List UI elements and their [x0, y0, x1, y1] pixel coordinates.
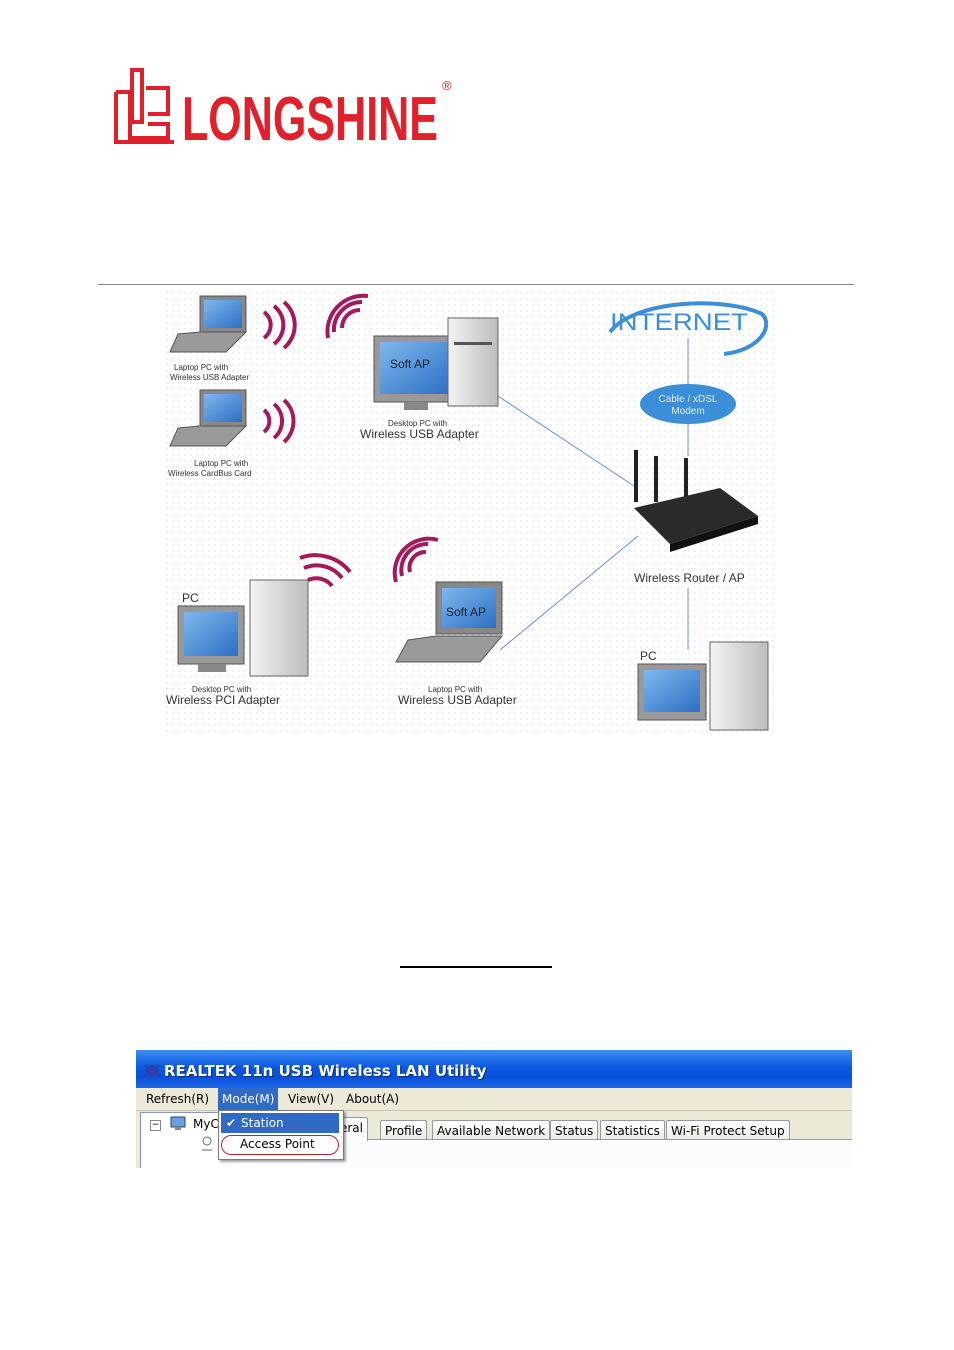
header-divider: [98, 284, 854, 285]
desktop-pci-label-line2: Wireless PCI Adapter: [166, 693, 280, 707]
laptop-usb-label-line1: Laptop PC with: [174, 363, 228, 372]
logo-wordmark: LONGSHINE: [182, 85, 438, 148]
longshine-logo: LONGSHINE ®: [112, 64, 457, 154]
desktop-pci-label-line1: Desktop PC with: [192, 685, 251, 694]
window-titlebar[interactable]: REALTEK 11n USB Wireless LAN Utility: [136, 1050, 852, 1088]
tab-profile[interactable]: Profile: [380, 1120, 428, 1141]
mode-option-station[interactable]: ✔ Station: [221, 1113, 339, 1133]
laptop-softap-icon: Soft AP Laptop PC with Wireless USB Adap…: [395, 581, 517, 707]
tab-wifi-protect-setup[interactable]: Wi-Fi Protect Setup: [666, 1120, 790, 1141]
network-diagram: INTERNET Cable / xDSL Modem Wireless Rou…: [164, 290, 774, 732]
laptop-softap-screen-label: Soft AP: [446, 605, 486, 619]
checkmark-icon: ✔: [226, 1116, 237, 1130]
desktop-softap-label-line1: Desktop PC with: [388, 419, 447, 428]
menu-mode[interactable]: Mode(M): [218, 1088, 279, 1110]
laptop-usb-label-line2: Wireless USB Adapter: [170, 373, 249, 382]
logo-graphic: LONGSHINE ®: [114, 68, 452, 154]
mode-dropdown-menu: ✔ Station Access Point: [218, 1110, 344, 1160]
laptop-cardbus-label-line2: Wireless CardBus Card: [168, 469, 252, 478]
laptop-cardbus-icon: Laptop PC with Wireless CardBus Card: [168, 389, 252, 478]
adapter-icon: [202, 1136, 212, 1151]
tab-statistics[interactable]: Statistics: [600, 1120, 665, 1141]
pc-right-icon: PC: [637, 641, 769, 731]
tree-collapse-toggle[interactable]: −: [150, 1120, 161, 1131]
menu-refresh[interactable]: Refresh(R): [146, 1092, 210, 1106]
pc-right-label: PC: [640, 649, 657, 663]
router-icon: Wireless Router / AP: [634, 450, 758, 585]
desktop-pci-icon: PC Desktop PC with Wireless PCI Adapter: [166, 579, 309, 707]
laptop-softap-label-line1: Laptop PC with: [428, 685, 482, 694]
computer-icon: [170, 1116, 186, 1130]
network-diagram-svg: INTERNET Cable / xDSL Modem Wireless Rou…: [164, 290, 774, 732]
menu-about[interactable]: About(A): [346, 1092, 400, 1106]
wlan-utility-window: REALTEK 11n USB Wireless LAN Utility Ref…: [136, 1050, 852, 1168]
router-label: Wireless Router / AP: [634, 571, 745, 585]
mode-option-access-point-label: Access Point: [240, 1137, 315, 1151]
app-icon: [143, 1064, 161, 1078]
signal-waves-desktop: [325, 293, 369, 339]
section-underline: [400, 966, 552, 968]
modem-label-line1: Cable / xDSL: [659, 394, 718, 405]
pc-left-label: PC: [182, 591, 199, 605]
desktop-softap-icon: Soft AP Desktop PC with Wireless USB Ada…: [360, 317, 499, 441]
internet-label: INTERNET: [610, 309, 748, 336]
tab-status[interactable]: Status: [550, 1120, 599, 1141]
internet-icon: INTERNET: [608, 301, 769, 356]
signal-waves-laptop-softap: [392, 536, 439, 583]
laptop-usb-icon: Laptop PC with Wireless USB Adapter: [169, 295, 249, 382]
signal-waves-pc: [299, 553, 352, 588]
menu-bar: Refresh(R) Mode(M) View(V) About(A): [136, 1088, 852, 1111]
modem-icon: Cable / xDSL Modem: [640, 384, 736, 424]
modem-label-line2: Modem: [671, 406, 704, 417]
tab-available-network[interactable]: Available Network: [432, 1120, 551, 1141]
desktop-softap-label-line2: Wireless USB Adapter: [360, 427, 479, 441]
laptop-cardbus-label-line1: Laptop PC with: [194, 459, 248, 468]
menu-view[interactable]: View(V): [288, 1092, 335, 1106]
registered-mark: ®: [442, 78, 452, 93]
desktop-softap-screen-label: Soft AP: [390, 357, 430, 371]
tab-content: [320, 1139, 852, 1168]
window-title: REALTEK 11n USB Wireless LAN Utility: [164, 1062, 487, 1080]
signal-waves-laptop2: [262, 398, 296, 444]
tree-node-my-computer[interactable]: MyC: [193, 1117, 219, 1131]
laptop-softap-label-line2: Wireless USB Adapter: [398, 693, 517, 707]
mode-option-access-point[interactable]: Access Point: [221, 1135, 339, 1155]
signal-waves-laptop1: [262, 300, 297, 350]
connection-lines: [497, 338, 689, 651]
content-panel: eneral Profile Available Network Status …: [320, 1112, 852, 1168]
mode-option-station-label: Station: [241, 1116, 284, 1130]
